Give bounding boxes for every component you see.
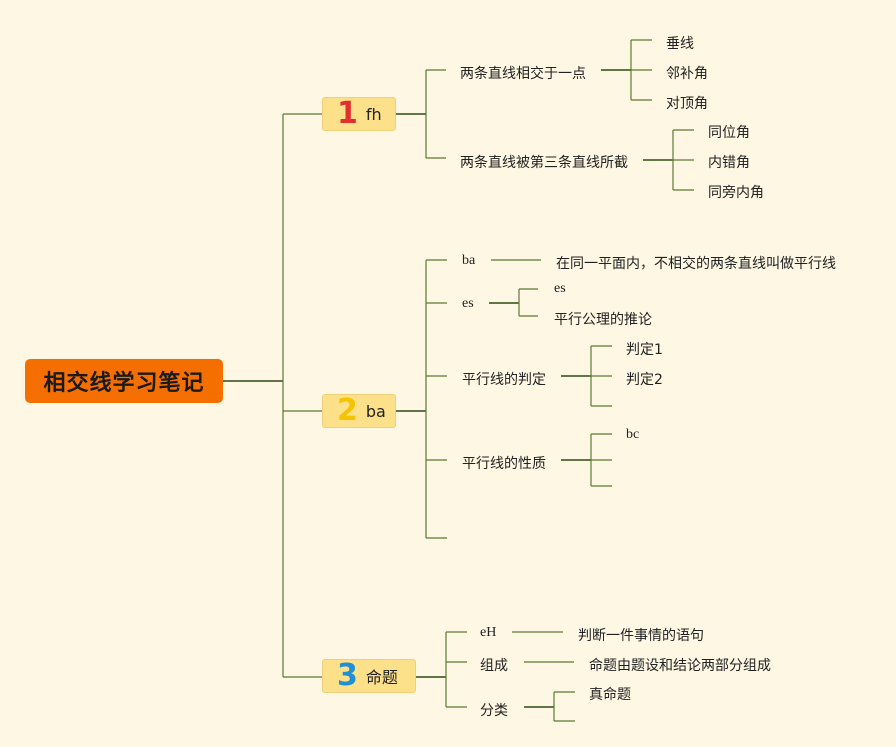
topic-3-1[interactable]: eH — [480, 625, 497, 640]
branch-3-number-badge: 3 — [337, 658, 358, 693]
branch-2-number-badge: 2 — [337, 393, 358, 428]
topic-1-2-3[interactable]: 同旁内角 — [708, 185, 764, 201]
topic-2-3-2[interactable]: 判定2 — [626, 372, 663, 388]
topic-3-2[interactable]: 组成 — [480, 658, 508, 674]
topic-1-1-1[interactable]: 垂线 — [666, 36, 694, 52]
topic-1-1[interactable]: 两条直线相交于一点 — [460, 66, 586, 82]
topic-1-1-3[interactable]: 对顶角 — [666, 96, 708, 112]
branch-3-label: 命题 — [365, 668, 398, 687]
branch-1-topic[interactable]: 1 fh — [322, 97, 396, 131]
topic-2-2-1[interactable]: es — [554, 281, 566, 296]
topic-1-2-1[interactable]: 同位角 — [708, 125, 750, 141]
topic-2-4-1[interactable]: bc — [626, 427, 640, 442]
branch-3-topic[interactable]: 3 命题 — [322, 659, 416, 693]
topic-1-2[interactable]: 两条直线被第三条直线所截 — [460, 155, 628, 171]
branch-2-label: ba — [365, 401, 386, 421]
branch-1-label: fh — [365, 104, 382, 124]
topic-3-3[interactable]: 分类 — [480, 703, 508, 719]
topic-2-2[interactable]: es — [462, 296, 474, 311]
topic-1-2-2[interactable]: 内错角 — [708, 155, 750, 171]
root-topic[interactable]: 相交线学习笔记 — [25, 359, 223, 403]
topic-3-3-1[interactable]: 真命题 — [589, 687, 631, 703]
topic-1-1-2[interactable]: 邻补角 — [666, 66, 708, 82]
root-title: 相交线学习笔记 — [43, 371, 205, 396]
branch-2-topic[interactable]: 2 ba — [322, 394, 396, 428]
topic-2-4[interactable]: 平行线的性质 — [462, 456, 546, 472]
topic-2-2-2[interactable]: 平行公理的推论 — [554, 312, 652, 328]
topic-2-3[interactable]: 平行线的判定 — [462, 372, 546, 388]
topic-2-3-1[interactable]: 判定1 — [626, 342, 663, 358]
topic-2-1-1[interactable]: 在同一平面内，不相交的两条直线叫做平行线 — [556, 256, 836, 272]
topic-2-1[interactable]: ba — [462, 253, 476, 268]
topic-3-2-1[interactable]: 命题由题设和结论两部分组成 — [589, 658, 771, 674]
branch-1-number-badge: 1 — [337, 96, 358, 131]
topic-3-1-1[interactable]: 判断一件事情的语句 — [578, 628, 704, 644]
